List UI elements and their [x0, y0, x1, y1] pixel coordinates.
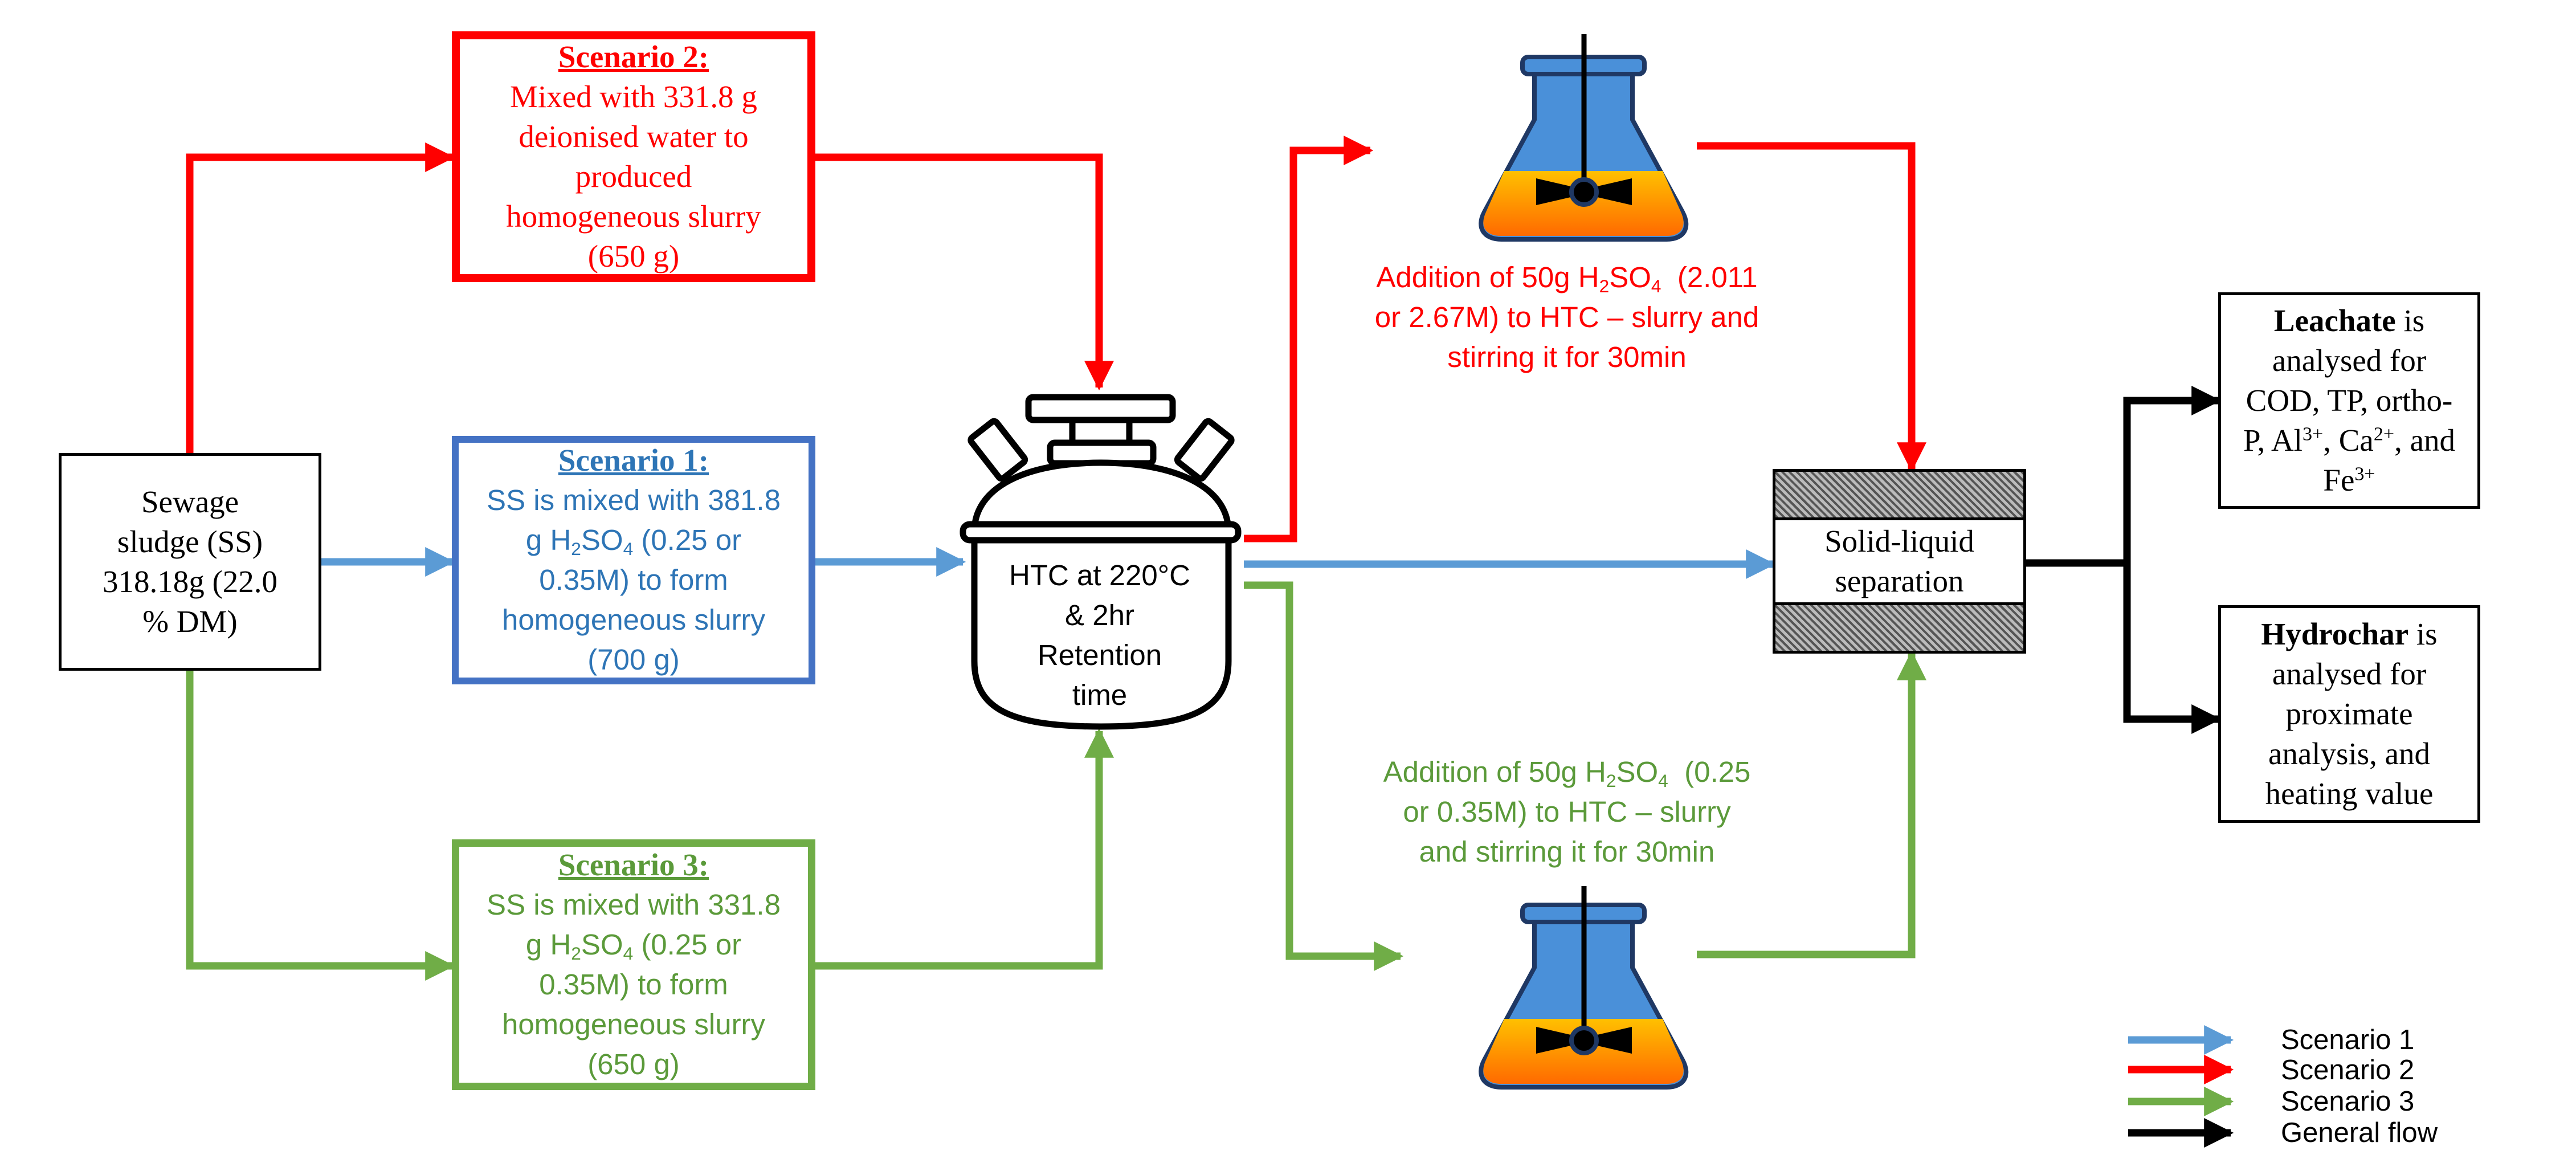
- scenario3-line-4: homogeneous slurry: [501, 1008, 766, 1041]
- hydrochar-line-3: proximate: [2285, 696, 2413, 731]
- scenario3-title: Scenario 3:: [558, 847, 709, 882]
- scenario2-arrows: [186, 136, 1926, 542]
- scenario2-line-3: produced: [575, 159, 692, 194]
- scenario1-arrows: [321, 547, 1776, 579]
- scenario3-line-3: 0.35M) to form: [539, 968, 728, 1001]
- legend-label-scenario3: Scenario 3: [2281, 1086, 2415, 1117]
- reactor-line-2: & 2hr: [1065, 599, 1134, 631]
- hydrochar-line-5: heating value: [2265, 776, 2434, 811]
- scenario2-title: Scenario 2:: [558, 39, 709, 74]
- legend-label-scenario1: Scenario 1: [2281, 1025, 2415, 1055]
- scenario1-line-3: 0.35M) to form: [539, 564, 728, 596]
- leachate-box: Leachate is analysed for COD, TP, ortho-…: [2218, 292, 2480, 509]
- hydrochar-line-4: analysis, and: [2268, 736, 2431, 771]
- scenario2-line-1: Mixed with 331.8 g: [510, 79, 757, 114]
- separation-hatch-top: [1775, 472, 2023, 520]
- separation-hatch-bottom: [1775, 602, 2023, 651]
- scenario1-box: Scenario 1: SS is mixed with 381.8 g H2S…: [452, 436, 815, 684]
- arrow-sewage-to-scenario2: [186, 142, 455, 453]
- scenario1-line-2: g H2SO4 (0.25 or: [525, 524, 742, 559]
- arrow-sewage-to-scenario3: [186, 671, 455, 981]
- flask-icon-green-route: [1479, 886, 1689, 1090]
- scenario2-line-2: deionised water to: [519, 119, 749, 154]
- acid-addition-note-green: Addition of 50g H2SO4 (0.25 or 0.35M) to…: [1356, 752, 1778, 872]
- note-green-line-1: Addition of 50g H2SO4 (0.25: [1383, 756, 1751, 791]
- reactor-line-3: Retention: [1037, 639, 1162, 671]
- reactor-line-4: time: [1072, 679, 1128, 711]
- note-red-line-3: stirring it for 30min: [1447, 341, 1687, 373]
- leachate-line-4: P, Al3+, Ca2+, and: [2243, 423, 2456, 458]
- sewage-line-1: Sewage: [141, 484, 239, 519]
- sewage-line-2: sludge (SS): [117, 524, 263, 559]
- hydrochar-line-2: analysed for: [2272, 656, 2427, 691]
- scenario1-line-4: homogeneous slurry: [501, 603, 766, 636]
- general-flow-arrows: [2026, 386, 2222, 734]
- sewage-line-3: 318.18g (22.0: [102, 564, 278, 599]
- scenario3-box: Scenario 3: SS is mixed with 331.8 g H2S…: [452, 839, 815, 1090]
- reactor-line-1: HTC at 220°C: [1009, 559, 1190, 591]
- scenario2-line-5: (650 g): [587, 239, 680, 274]
- arrow-red-flask-to-separation: [1697, 142, 1926, 472]
- note-green-line-2: or 0.35M) to HTC – slurry: [1403, 795, 1731, 828]
- arrow-to-leachate: [2123, 386, 2222, 563]
- scenario1-line-5: (700 g): [587, 643, 680, 676]
- hydrochar-line-1: Hydrochar is: [2261, 617, 2438, 651]
- arrow-scenario3-to-reactor: [815, 728, 1114, 970]
- arrow-reactor-to-green-flask: [1244, 581, 1404, 971]
- arrow-scenario2-to-reactor: [815, 153, 1114, 391]
- separation-line-2: separation: [1835, 564, 1964, 598]
- arrow-reactor-to-red-flask: [1244, 136, 1374, 542]
- arrow-green-flask-to-separation: [1697, 650, 1926, 958]
- leachate-line-3: COD, TP, ortho-: [2246, 383, 2453, 418]
- flask-icon-red-route: [1479, 34, 1689, 242]
- arrow-to-hydrochar: [2123, 563, 2222, 734]
- hydrochar-box: Hydrochar is analysed for proximate anal…: [2218, 605, 2480, 823]
- scenario2-line-4: homogeneous slurry: [506, 199, 761, 234]
- htc-reactor-label: HTC at 220°C & 2hr Retention time: [980, 556, 1219, 715]
- note-red-line-2: or 2.67M) to HTC – slurry and: [1374, 301, 1759, 333]
- acid-addition-note-red: Addition of 50g H2SO4 (2.011 or 2.67M) t…: [1356, 258, 1778, 377]
- legend-arrows: [2128, 1025, 2234, 1148]
- scenario1-line-1: SS is mixed with 381.8: [487, 484, 781, 516]
- leachate-line-1: Leachate is: [2273, 303, 2425, 338]
- scenario3-line-2: g H2SO4 (0.25 or: [525, 928, 742, 964]
- scenario1-title: Scenario 1:: [558, 443, 709, 478]
- solid-liquid-separation-box: Solid-liquid separation: [1773, 469, 2026, 654]
- leachate-line-5: Fe3+: [2323, 463, 2375, 497]
- separation-line-1: Solid-liquid: [1824, 524, 1974, 558]
- htc-reactor-icon: [960, 394, 1242, 730]
- scenario3-line-1: SS is mixed with 331.8: [487, 888, 781, 921]
- legend-label-scenario2: Scenario 2: [2281, 1055, 2415, 1086]
- scenario3-line-5: (650 g): [587, 1048, 680, 1080]
- note-green-line-3: and stirring it for 30min: [1419, 835, 1715, 868]
- scenario2-box: Scenario 2: Mixed with 331.8 g deionised…: [452, 31, 815, 282]
- scenario3-arrows: [186, 581, 1926, 981]
- leachate-line-2: analysed for: [2272, 343, 2427, 378]
- sewage-sludge-box: Sewage sludge (SS) 318.18g (22.0 % DM): [59, 453, 321, 671]
- note-red-line-1: Addition of 50g H2SO4 (2.011: [1376, 261, 1758, 296]
- legend-label-general: General flow: [2281, 1117, 2438, 1148]
- sewage-line-4: % DM): [142, 604, 238, 639]
